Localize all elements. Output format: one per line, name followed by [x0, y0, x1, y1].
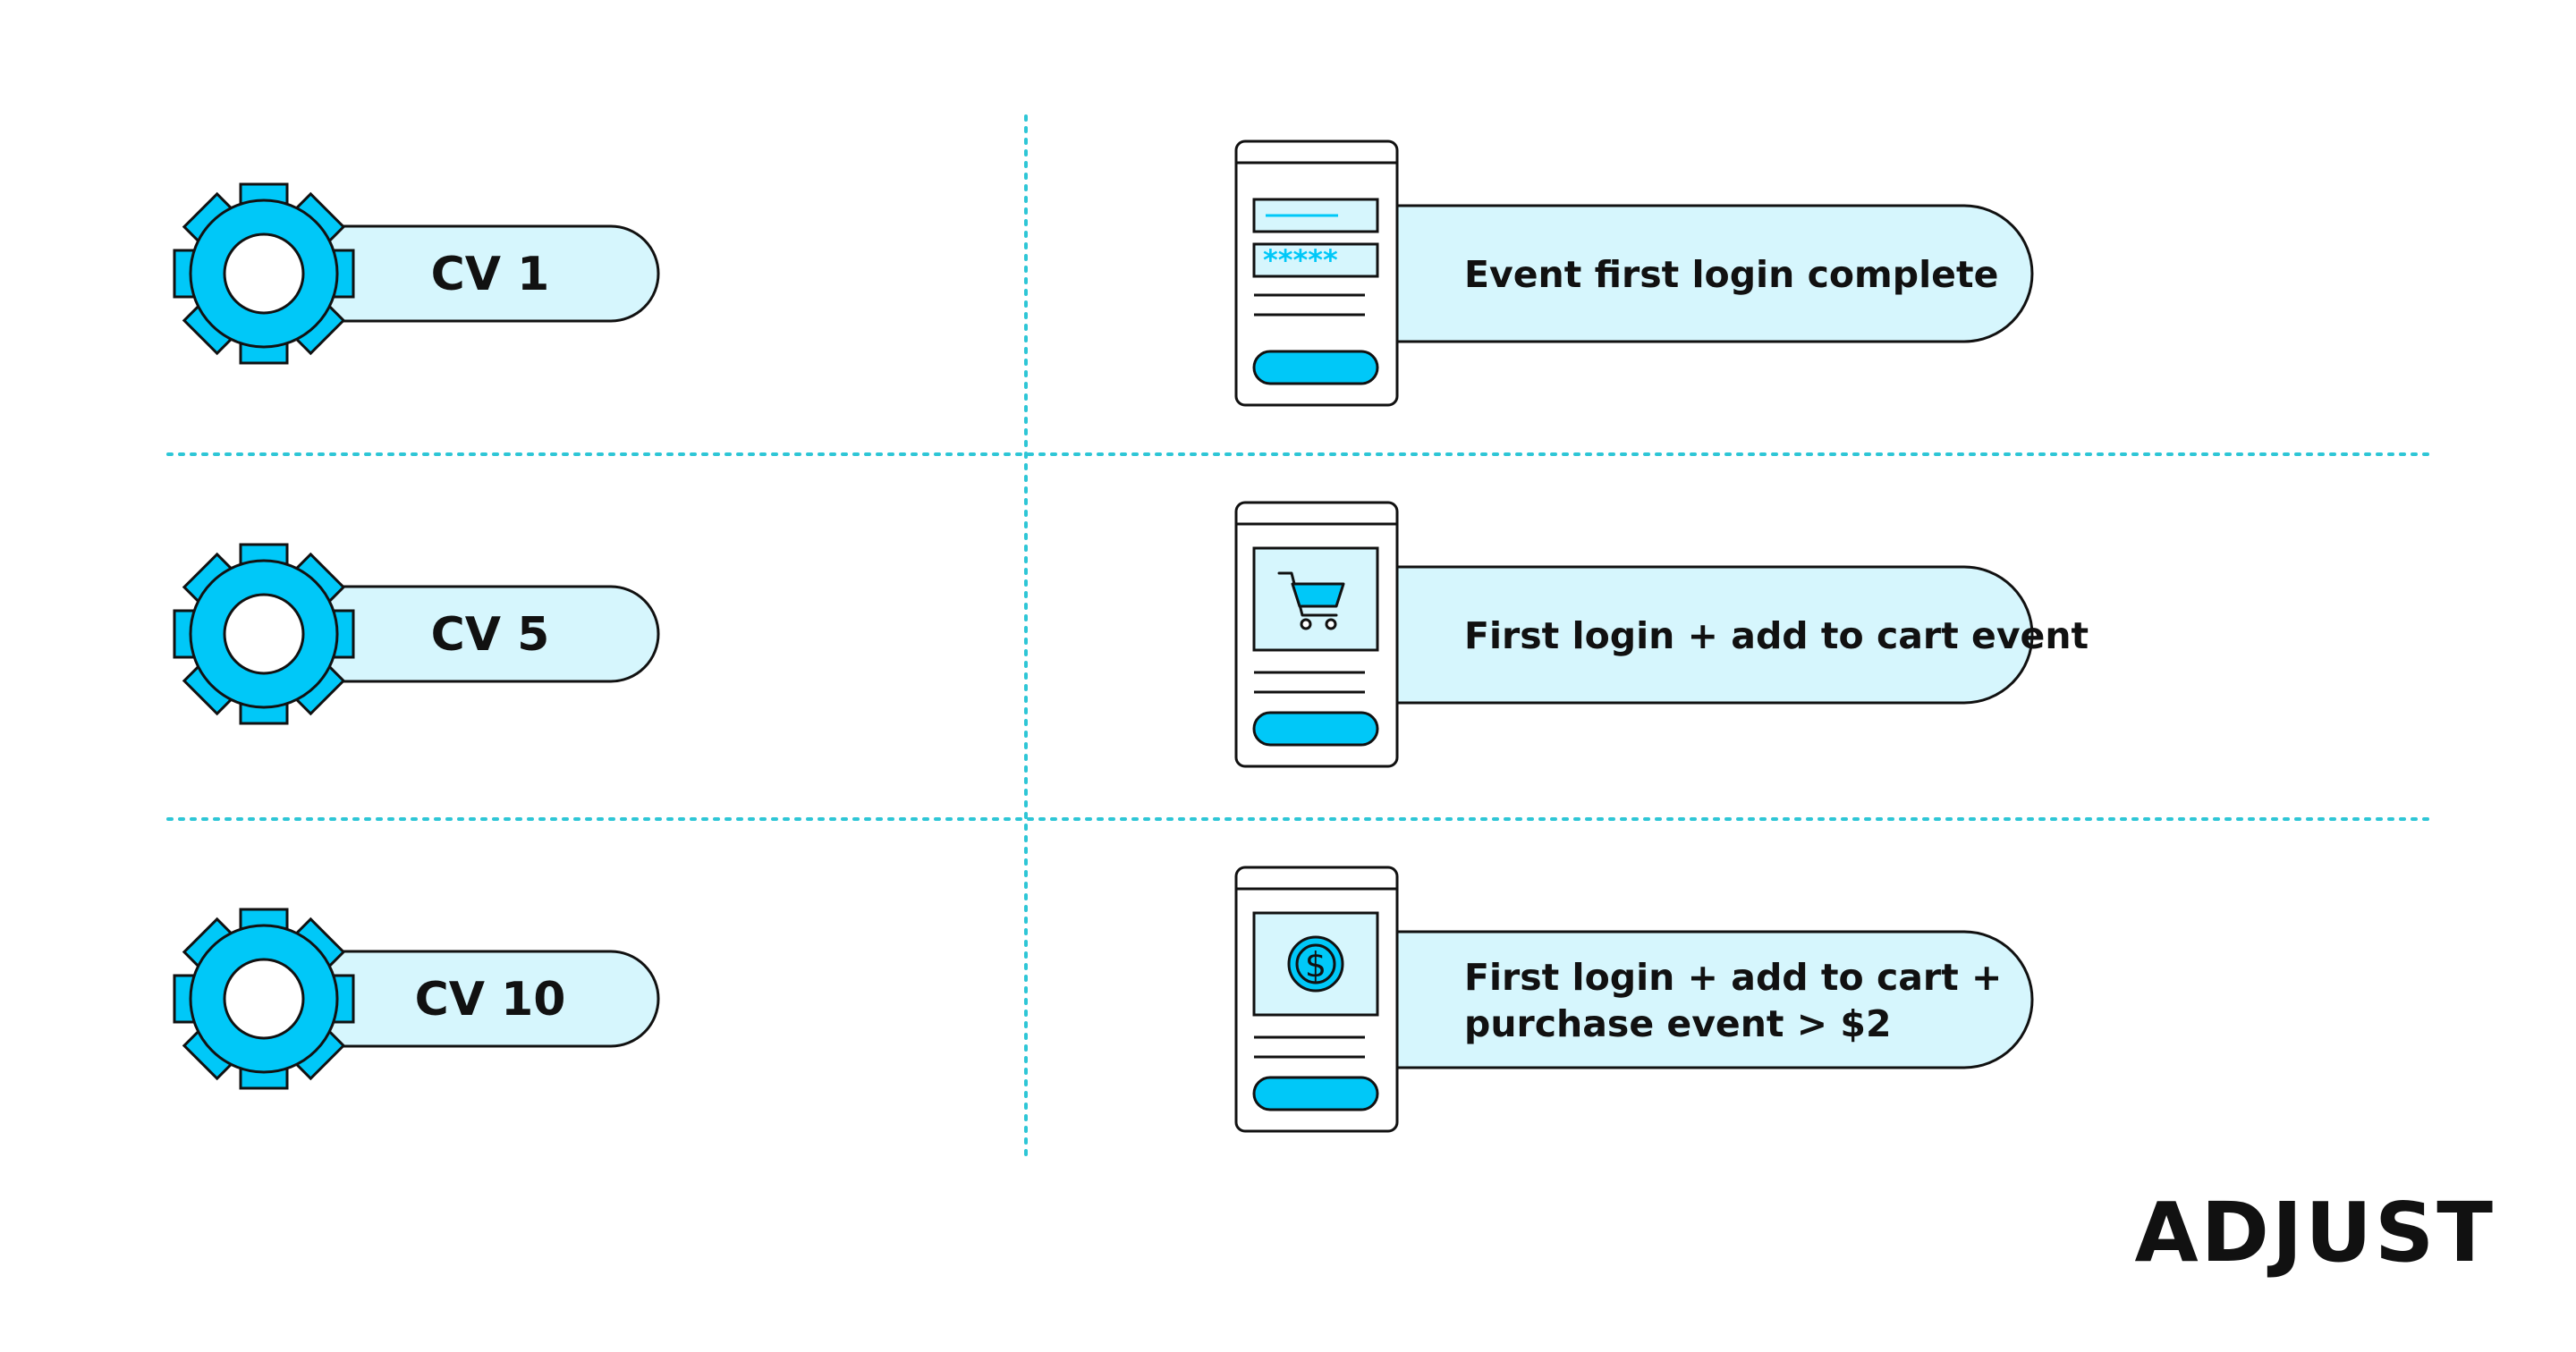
gear-icon	[173, 908, 355, 1090]
phone-button	[1252, 1076, 1379, 1111]
row-cv-1: CV 1 ***** Event first login complete	[173, 139, 2034, 407]
adjust-logo: ADJUST	[2134, 1185, 2496, 1280]
phone-screen: $	[1234, 866, 1399, 1133]
cv-label: CV 1	[431, 248, 550, 301]
phone-screen: *****	[1234, 139, 1399, 407]
cv-badge: CV 10	[173, 908, 660, 1090]
phone-screen	[1234, 501, 1399, 768]
event-block: ***** Event first login complete	[1234, 139, 2034, 407]
event-block: First login + add to cart event	[1234, 501, 2089, 768]
row-cv-5: CV 5 First login + add to cart event	[173, 501, 2089, 768]
shopping-cart-icon	[1277, 571, 1345, 630]
coin-symbol: $	[1305, 945, 1326, 984]
event-pill	[1340, 930, 2034, 1069]
logo-wordmark: ADJUST	[2134, 1185, 2496, 1280]
phone-button	[1252, 711, 1379, 747]
password-field	[1252, 242, 1379, 278]
product-image-box	[1252, 546, 1379, 652]
cv-label: CV 5	[431, 608, 550, 662]
event-label: Event first login complete	[1464, 253, 1998, 296]
gear-icon	[173, 182, 355, 365]
event-label: First login + add to cart event	[1464, 614, 2089, 657]
phone-button	[1252, 350, 1379, 385]
event-label-line-1: First login + add to cart +	[1464, 956, 2002, 999]
row-cv-10: CV 10 $ First login + add to cart + purc…	[173, 866, 2034, 1133]
login-form-icon: *****	[1252, 198, 1379, 278]
dollar-coin-icon: $	[1287, 935, 1344, 993]
event-label-line-2: purchase event > $2	[1464, 1002, 1892, 1045]
cv-badge: CV 1	[173, 182, 660, 365]
event-pill	[1340, 204, 2034, 343]
grid-dividers	[166, 114, 2435, 1164]
password-mask: *****	[1263, 243, 1338, 277]
gear-icon	[173, 543, 355, 725]
cv-badge: CV 5	[173, 543, 660, 725]
event-pill	[1340, 565, 2034, 705]
cv-label: CV 10	[415, 973, 566, 1027]
event-block: $ First login + add to cart + purchase e…	[1234, 866, 2034, 1133]
